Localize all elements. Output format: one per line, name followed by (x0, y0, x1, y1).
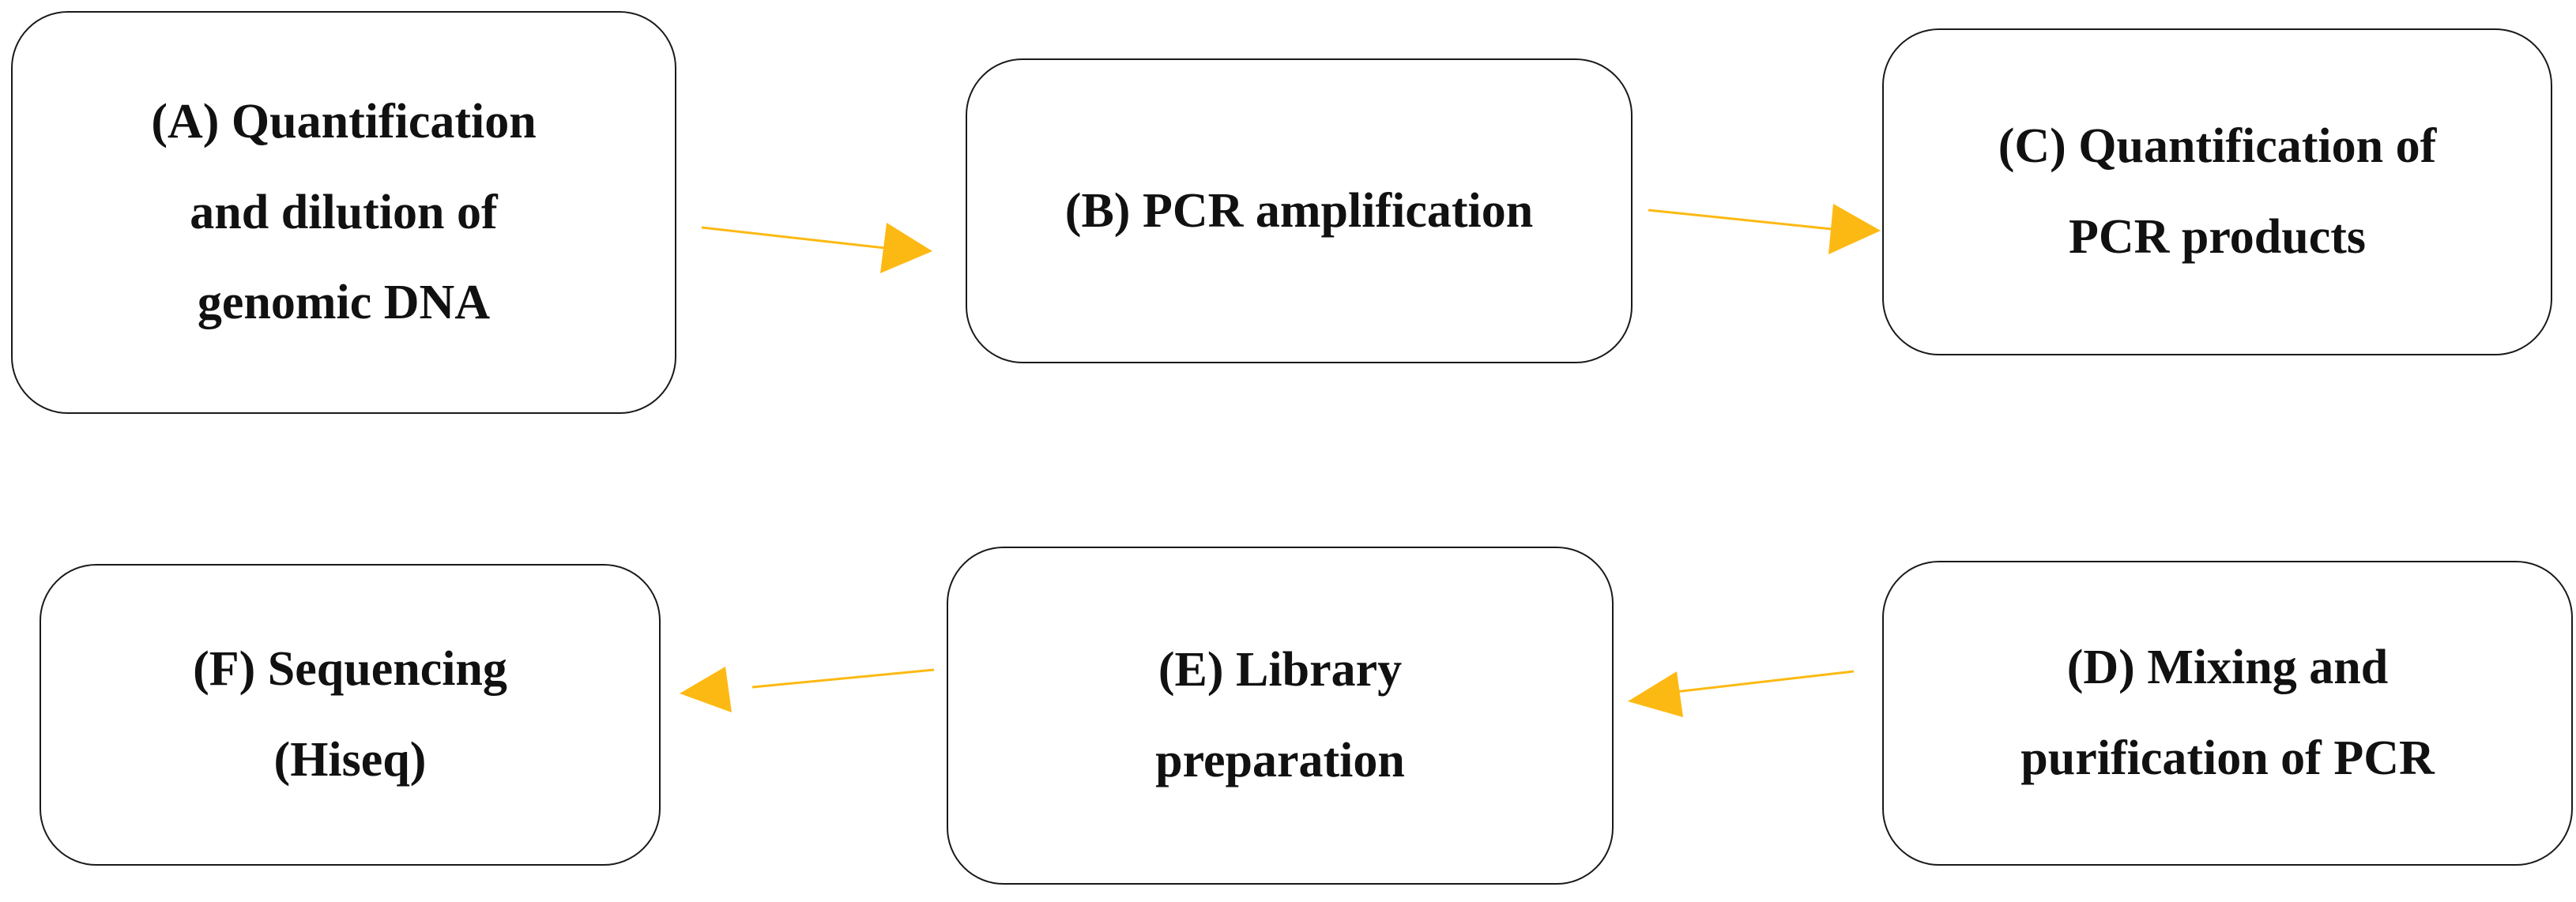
arrow-b-to-c-head (1828, 204, 1881, 254)
step-label-e: (E) Library preparation (1155, 643, 1405, 787)
arrow-b-to-c-shaft (1648, 209, 1832, 231)
step-label-f: (F) Sequencing (Hiseq) (193, 642, 507, 787)
step-label-a: (A) Quantification and dilution of genom… (151, 94, 537, 330)
arrow-a-to-b-shaft (701, 226, 886, 250)
step-label-d: (D) Mixing and purification of PCR (2021, 641, 2435, 785)
arrow-d-to-e-head (1628, 671, 1683, 717)
step-box-a-quantification-dilution: (A) Quantification and dilution of genom… (11, 11, 676, 414)
arrow-e-to-f (680, 667, 935, 712)
arrow-b-to-c (1648, 204, 1881, 254)
arrow-e-to-f-shaft (751, 668, 935, 689)
step-label-b: (B) PCR amplification (1064, 183, 1534, 238)
step-box-b-pcr-amplification: (B) PCR amplification (966, 58, 1633, 363)
step-box-f-sequencing: (F) Sequencing (Hiseq) (40, 564, 661, 866)
arrow-d-to-e (1628, 670, 1855, 717)
step-label-c: (C) Quantification of PCR products (1998, 119, 2437, 264)
arrow-e-to-f-head (680, 667, 732, 712)
arrow-d-to-e-shaft (1674, 670, 1855, 693)
arrow-a-to-b-head (880, 223, 932, 273)
step-box-d-mixing-purification: (D) Mixing and purification of PCR (1882, 561, 2573, 866)
arrow-a-to-b (701, 223, 932, 273)
step-box-c-quantification-pcr-products: (C) Quantification of PCR products (1882, 28, 2552, 355)
step-box-e-library-preparation: (E) Library preparation (947, 547, 1614, 885)
